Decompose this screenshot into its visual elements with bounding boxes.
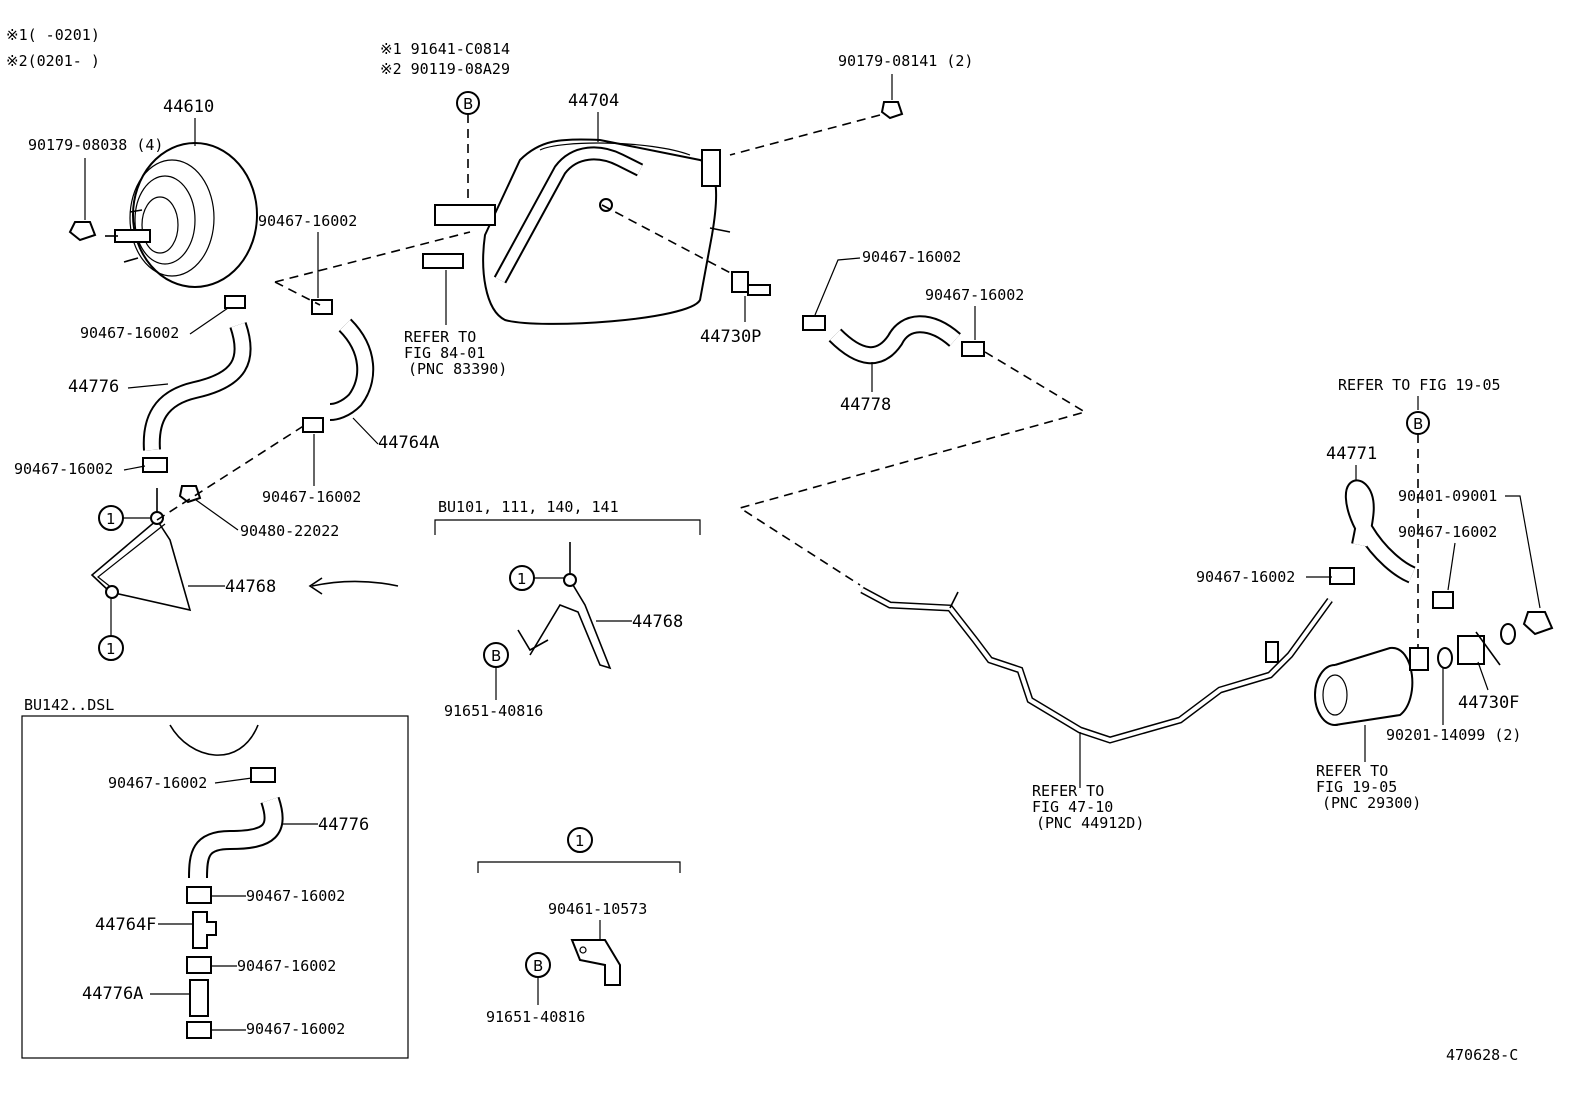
label-dsl-clamp-2: 90467-16002 [237, 957, 336, 975]
brake-booster [105, 142, 258, 288]
clamp-icon [961, 341, 985, 357]
clamp-icon [302, 417, 324, 433]
label-booster-clamp: 90467-16002 [80, 324, 179, 342]
label-union-44730F: 44730F [1458, 693, 1519, 713]
illustration-number: 470628-C [1446, 1046, 1518, 1064]
tee-fitting [192, 911, 217, 949]
clamp-icon [186, 886, 212, 904]
label-pipe-44768: 44768 [225, 577, 276, 597]
note-2: ※2(0201- ) [6, 52, 100, 70]
clamp-icon [1329, 567, 1355, 585]
label-bu-pipe: 44768 [632, 612, 683, 632]
label-dsl-clamp-1: 90467-16002 [246, 887, 345, 905]
gasket-icon [1500, 623, 1516, 645]
vacuum-pipe-bu [517, 542, 612, 670]
label-dsl-tee: 44764F [95, 915, 156, 935]
label-hose-44778: 44778 [840, 395, 891, 415]
label-clamp-right-a: 90467-16002 [1196, 568, 1295, 586]
label-refer-84-fig: FIG 84-01 [404, 344, 485, 362]
label-refer-47: REFER TO [1032, 782, 1104, 800]
label-bu-models: BU101, 111, 140, 141 [438, 498, 619, 516]
callout-1 [567, 827, 593, 853]
label-booster-nut: 90179-08038 (4) [28, 136, 163, 154]
clamp-icon [250, 767, 276, 783]
label-clamp-mid: 90467-16002 [262, 488, 361, 506]
label-clamp-top-mid: 90467-16002 [258, 212, 357, 230]
label-bolt-alt1: ※1 91641-C0814 [380, 40, 510, 58]
vacuum-pump [1314, 646, 1429, 726]
label-hose-44764A: 44764A [378, 433, 439, 453]
label-dsl-title: BU142..DSL [24, 696, 114, 714]
callout-1-text: 1 [106, 510, 116, 528]
label-refer-19-b: REFER TO [1316, 762, 1388, 780]
clamp-icon [224, 295, 246, 309]
label-clip-bolt: 91651-40816 [486, 1008, 585, 1026]
callout-1-text: 1 [517, 570, 527, 588]
callout-1-text: 1 [575, 832, 585, 850]
label-clip: 90461-10573 [548, 900, 647, 918]
label-dsl-hose: 44776 [318, 815, 369, 835]
label-hose-44771: 44771 [1326, 444, 1377, 464]
label-nut-90179-08141: 90179-08141 (2) [838, 52, 973, 70]
callout-b-text: B [463, 95, 473, 113]
clamp-icon [142, 457, 168, 473]
bolt-icon [1522, 611, 1554, 636]
label-hose-44776: 44776 [68, 377, 119, 397]
label-clamp-right-b: 90467-16002 [1398, 523, 1497, 541]
callout-b-text: B [1413, 415, 1423, 433]
label-tank: 44704 [568, 91, 619, 111]
clamp-icon [1432, 591, 1454, 609]
label-clamp-44778-a: 90467-16002 [862, 248, 961, 266]
reservoir-tank [434, 138, 731, 325]
check-valve [731, 271, 771, 296]
callout-b-text: B [533, 957, 543, 975]
nut-icon [68, 221, 97, 242]
clamp-icon [802, 315, 826, 331]
clamp-icon [186, 1021, 212, 1039]
label-refer-19-fig: FIG 19-05 [1316, 778, 1397, 796]
label-clamp-44778-b: 90467-16002 [925, 286, 1024, 304]
callout-b-text: B [491, 647, 501, 665]
label-gasket-90201: 90201-14099 (2) [1386, 726, 1521, 744]
union-fitting [1457, 631, 1501, 666]
label-clamp-lower-left: 90467-16002 [14, 460, 113, 478]
label-dsl-clamp-3: 90467-16002 [246, 1020, 345, 1038]
label-bu-bolt: 91651-40816 [444, 702, 543, 720]
note-1: ※1( -0201) [6, 26, 100, 44]
pipe-clip [570, 939, 621, 986]
nut-icon [880, 101, 904, 120]
vacuum-line [860, 586, 1333, 744]
label-booster: 44610 [163, 97, 214, 117]
label-refer-19-pnc: (PNC 29300) [1322, 794, 1421, 812]
label-refer-84-pnc: (PNC 83390) [408, 360, 507, 378]
label-dsl-clamp-top: 90467-16002 [108, 774, 207, 792]
callout-1-text: 1 [106, 640, 116, 658]
clamp-icon [186, 956, 212, 974]
arrow-icon [311, 580, 399, 587]
gasket-icon [1437, 647, 1453, 669]
label-refer-84: REFER TO [404, 328, 476, 346]
label-refer-47-fig: FIG 47-10 [1032, 798, 1113, 816]
dsl-box [21, 715, 409, 1059]
plug-icon [422, 253, 464, 269]
label-dsl-hose-a: 44776A [82, 984, 143, 1004]
label-check-valve: 44730P [700, 327, 761, 347]
label-bolt-90401: 90401-09001 [1398, 487, 1497, 505]
clamp-icon [311, 299, 333, 315]
label-bolt-alt2: ※2 90119-08A29 [380, 60, 510, 78]
hose-segment [189, 979, 209, 1017]
label-refer-19-top: REFER TO FIG 19-05 [1338, 376, 1501, 394]
nut-icon [178, 485, 202, 504]
label-refer-47-pnc: (PNC 44912D) [1036, 814, 1144, 832]
label-nut-90480: 90480-22022 [240, 522, 339, 540]
